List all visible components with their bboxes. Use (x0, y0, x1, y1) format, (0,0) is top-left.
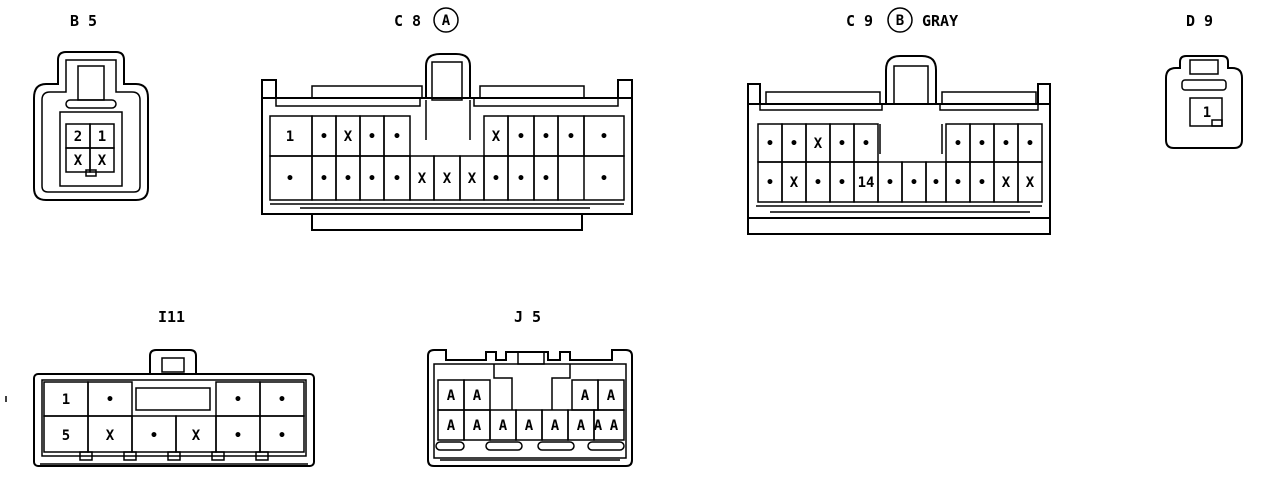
pin-c9-r2-9: • (954, 175, 962, 191)
connector-c8-variant: A (442, 13, 451, 29)
connector-b5: B 5 2 1 X X (33, 12, 149, 201)
connector-i11: I11 1 • • (5, 308, 315, 467)
connector-c9: C 9 B GRAY (747, 7, 1051, 235)
connector-b5-housing (33, 51, 149, 201)
pin-c9-r1-4: • (838, 136, 846, 152)
pin-j5-r2-7: A (594, 418, 603, 434)
connector-j5-cavities: A A A A A A A A A A A A (437, 379, 625, 441)
connector-d9-housing: 1 (1165, 55, 1243, 149)
pin-c9-r1-6: • (954, 136, 962, 152)
connector-j5-housing (427, 349, 633, 467)
pin-i11-10: • (278, 428, 286, 444)
pin-j5-r2-8: A (610, 418, 619, 434)
pin-j5-r2-1: A (447, 418, 456, 434)
pin-c9-r2-8: • (932, 175, 940, 191)
pin-c8-r2-8: X (468, 171, 477, 187)
pin-i11-7: • (150, 428, 158, 444)
connector-c9-cavities: • • X • • • • • • • X • • 14 • • • • • X… (757, 123, 1043, 203)
pin-i11-5: 5 (62, 428, 70, 444)
pin-j5-r2-3: A (499, 418, 508, 434)
pin-j5-r2-4: A (525, 418, 534, 434)
pin-c9-r2-1: • (766, 175, 774, 191)
pin-d9-1: 1 (1203, 105, 1211, 121)
connector-i11-cavities: 1 • • • 5 X • X • • (43, 381, 305, 453)
pin-c8-r1-5: • (393, 129, 401, 145)
connector-c8-housing (261, 53, 633, 231)
pin-i11-9: • (234, 428, 242, 444)
connector-c8-label: C 8 (394, 12, 421, 30)
pin-c8-r1-2: • (320, 129, 328, 145)
connector-i11-housing (33, 349, 315, 467)
pin-b5-2: 2 (74, 129, 82, 145)
pin-i11-4: • (278, 392, 286, 408)
connector-c8-cavities: 1 • X • • X • • • • • • • • • X X X • • … (269, 115, 625, 201)
pin-j5-r2-6: A (577, 418, 586, 434)
pin-b5-3: X (74, 153, 83, 169)
connector-c9-label: C 9 (846, 12, 873, 30)
pin-c9-r1-1: • (766, 136, 774, 152)
pin-c9-r2-11: X (1002, 175, 1011, 191)
pin-c9-r1-5: • (862, 136, 870, 152)
pin-c8-r2-11: • (542, 171, 550, 187)
pin-c8-r2-9: • (492, 171, 500, 187)
pin-c9-r2-4: • (838, 175, 846, 191)
pin-c8-r2-1: • (286, 171, 294, 187)
pin-c8-r1-3: X (344, 129, 353, 145)
pin-i11-1: 1 (62, 392, 70, 408)
connector-c8-variant-circle (433, 7, 459, 33)
connector-b5-cavities: 2 1 X X (65, 123, 115, 173)
pin-c8-r2-7: X (443, 171, 452, 187)
connector-d9-label: D 9 (1186, 12, 1213, 30)
pin-c8-r2-10: • (517, 171, 525, 187)
pin-j5-r1-3: A (581, 388, 590, 404)
connector-j5-label: J 5 (514, 308, 541, 326)
pin-j5-r1-4: A (607, 388, 616, 404)
pin-j5-r2-5: A (551, 418, 560, 434)
connector-i11-label: I11 (158, 308, 185, 326)
pin-c8-r2-2: • (320, 171, 328, 187)
pin-j5-r1-1: A (447, 388, 456, 404)
pin-c9-r2-6: • (886, 175, 894, 191)
connector-c9-variant-circle (887, 7, 913, 33)
pin-c9-r2-7: • (910, 175, 918, 191)
pin-c8-r2-3: • (344, 171, 352, 187)
pin-c8-r1-9: • (567, 129, 575, 145)
pin-c8-r1-7: • (517, 129, 525, 145)
connector-j5: J 5 A A A A A (427, 308, 633, 467)
pin-c9-r2-5: 14 (858, 175, 875, 191)
pin-i11-6: X (106, 428, 115, 444)
pin-i11-3: • (234, 392, 242, 408)
pin-c9-r1-8: • (1002, 136, 1010, 152)
pin-b5-4: X (98, 153, 107, 169)
connector-c8: C 8 A (261, 7, 633, 231)
pin-c8-r1-8: • (542, 129, 550, 145)
pin-j5-r1-2: A (473, 388, 482, 404)
pin-c9-r1-2: • (790, 136, 798, 152)
pin-c8-r1-6: X (492, 129, 501, 145)
pin-b5-1: 1 (98, 129, 106, 145)
pin-c8-r2-5: • (393, 171, 401, 187)
pin-c9-r2-12: X (1026, 175, 1035, 191)
pin-c9-r2-3: • (814, 175, 822, 191)
pin-c8-r2-6: X (418, 171, 427, 187)
connector-c9-color: GRAY (922, 12, 958, 30)
pin-j5-r2-2: A (473, 418, 482, 434)
pin-i11-2: • (106, 392, 114, 408)
pin-c8-r2-12: • (600, 171, 608, 187)
pin-c8-r1-1: 1 (286, 129, 294, 145)
connector-d9: D 9 1 (1165, 12, 1243, 149)
pin-c9-r1-7: • (978, 136, 986, 152)
pin-c8-r1-10: • (600, 129, 608, 145)
connector-c9-variant: B (896, 13, 904, 29)
pin-c9-r2-10: • (978, 175, 986, 191)
pin-c9-r2-2: X (790, 175, 799, 191)
pin-c8-r1-4: • (368, 129, 376, 145)
connector-c9-housing (747, 55, 1051, 235)
pin-c9-r1-9: • (1026, 136, 1034, 152)
pin-i11-8: X (192, 428, 201, 444)
connector-b5-label: B 5 (70, 12, 97, 30)
pin-c9-r1-3: X (814, 136, 823, 152)
pin-c8-r2-4: • (368, 171, 376, 187)
